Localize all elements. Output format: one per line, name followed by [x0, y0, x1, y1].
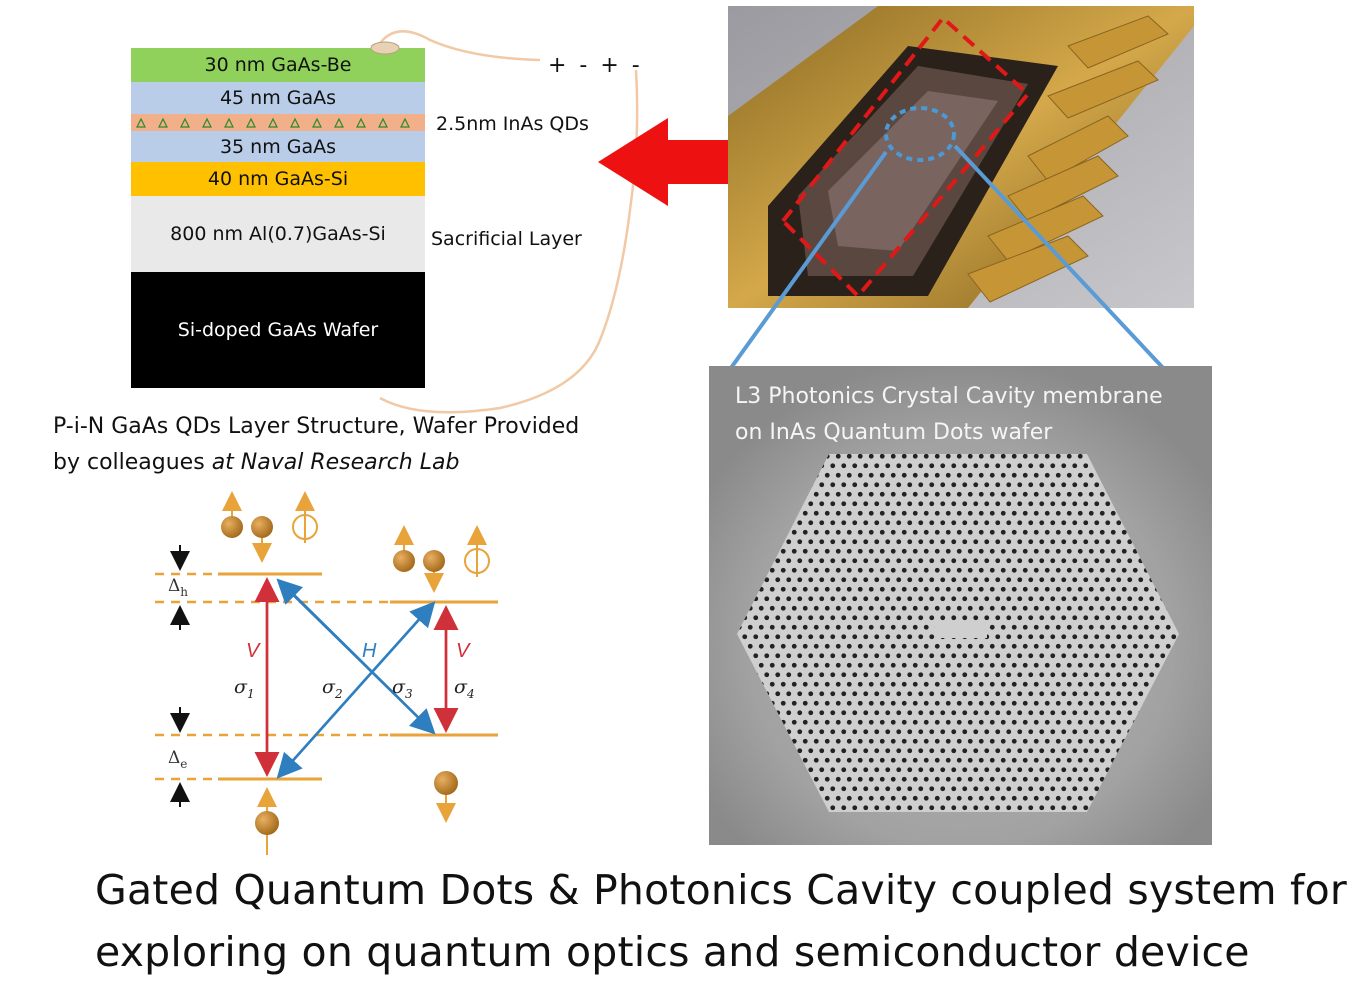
- sem-label-line2: on InAs Quantum Dots wafer: [735, 420, 1053, 445]
- sigma1-label: σ1: [234, 676, 255, 701]
- sigma4-label: σ4: [454, 676, 475, 701]
- layer-wafer: Si-doped GaAs Wafer: [131, 272, 425, 388]
- layer-gaas-45: 45 nm GaAs: [131, 82, 425, 114]
- v-label-right: V: [456, 640, 471, 662]
- structure-caption-prefix: by colleagues: [53, 450, 212, 475]
- structure-caption-line2: by colleagues at Naval Research Lab: [53, 450, 459, 475]
- layer-algaas-sacrificial: 800 nm Al(0.7)GaAs-Si: [131, 196, 425, 272]
- sigma2-label: σ2: [322, 676, 343, 701]
- layer-gaas-be: 30 nm GaAs-Be: [131, 48, 425, 82]
- structure-caption-line1: P-i-N GaAs QDs Layer Structure, Wafer Pr…: [53, 414, 580, 439]
- delta-h-label: Δh: [168, 576, 188, 599]
- delta-e-label: Δe: [168, 748, 187, 771]
- photonic-crystal-svg: [709, 366, 1212, 845]
- qd-layer-label: 2.5nm InAs QDs: [436, 113, 589, 135]
- h-label: H: [362, 640, 377, 662]
- zoom-connectors: [710, 144, 1190, 396]
- energy-level-diagram: Δh Δe V V H σ1 σ2 σ3 σ4: [155, 491, 498, 855]
- qd-markers: [136, 117, 410, 128]
- bias-label: + - + -: [548, 53, 643, 78]
- title-line2: exploring on quantum optics and semicond…: [95, 928, 1250, 976]
- layer-gaas-35: 35 nm GaAs: [131, 131, 425, 162]
- sacrificial-layer-label: Sacrificial Layer: [431, 228, 582, 250]
- v-label-left: V: [246, 640, 261, 662]
- layer-gaas-si: 40 nm GaAs-Si: [131, 162, 425, 196]
- chip-photo: [728, 6, 1194, 308]
- structure-caption-italic: at Naval Research Lab: [211, 450, 460, 475]
- sem-image: L3 Photonics Crystal Cavity membrane on …: [709, 366, 1212, 845]
- title-line1: Gated Quantum Dots & Photonics Cavity co…: [95, 866, 1347, 914]
- sigma3-label: σ3: [392, 676, 413, 701]
- sem-label-line1: L3 Photonics Crystal Cavity membrane: [735, 384, 1163, 409]
